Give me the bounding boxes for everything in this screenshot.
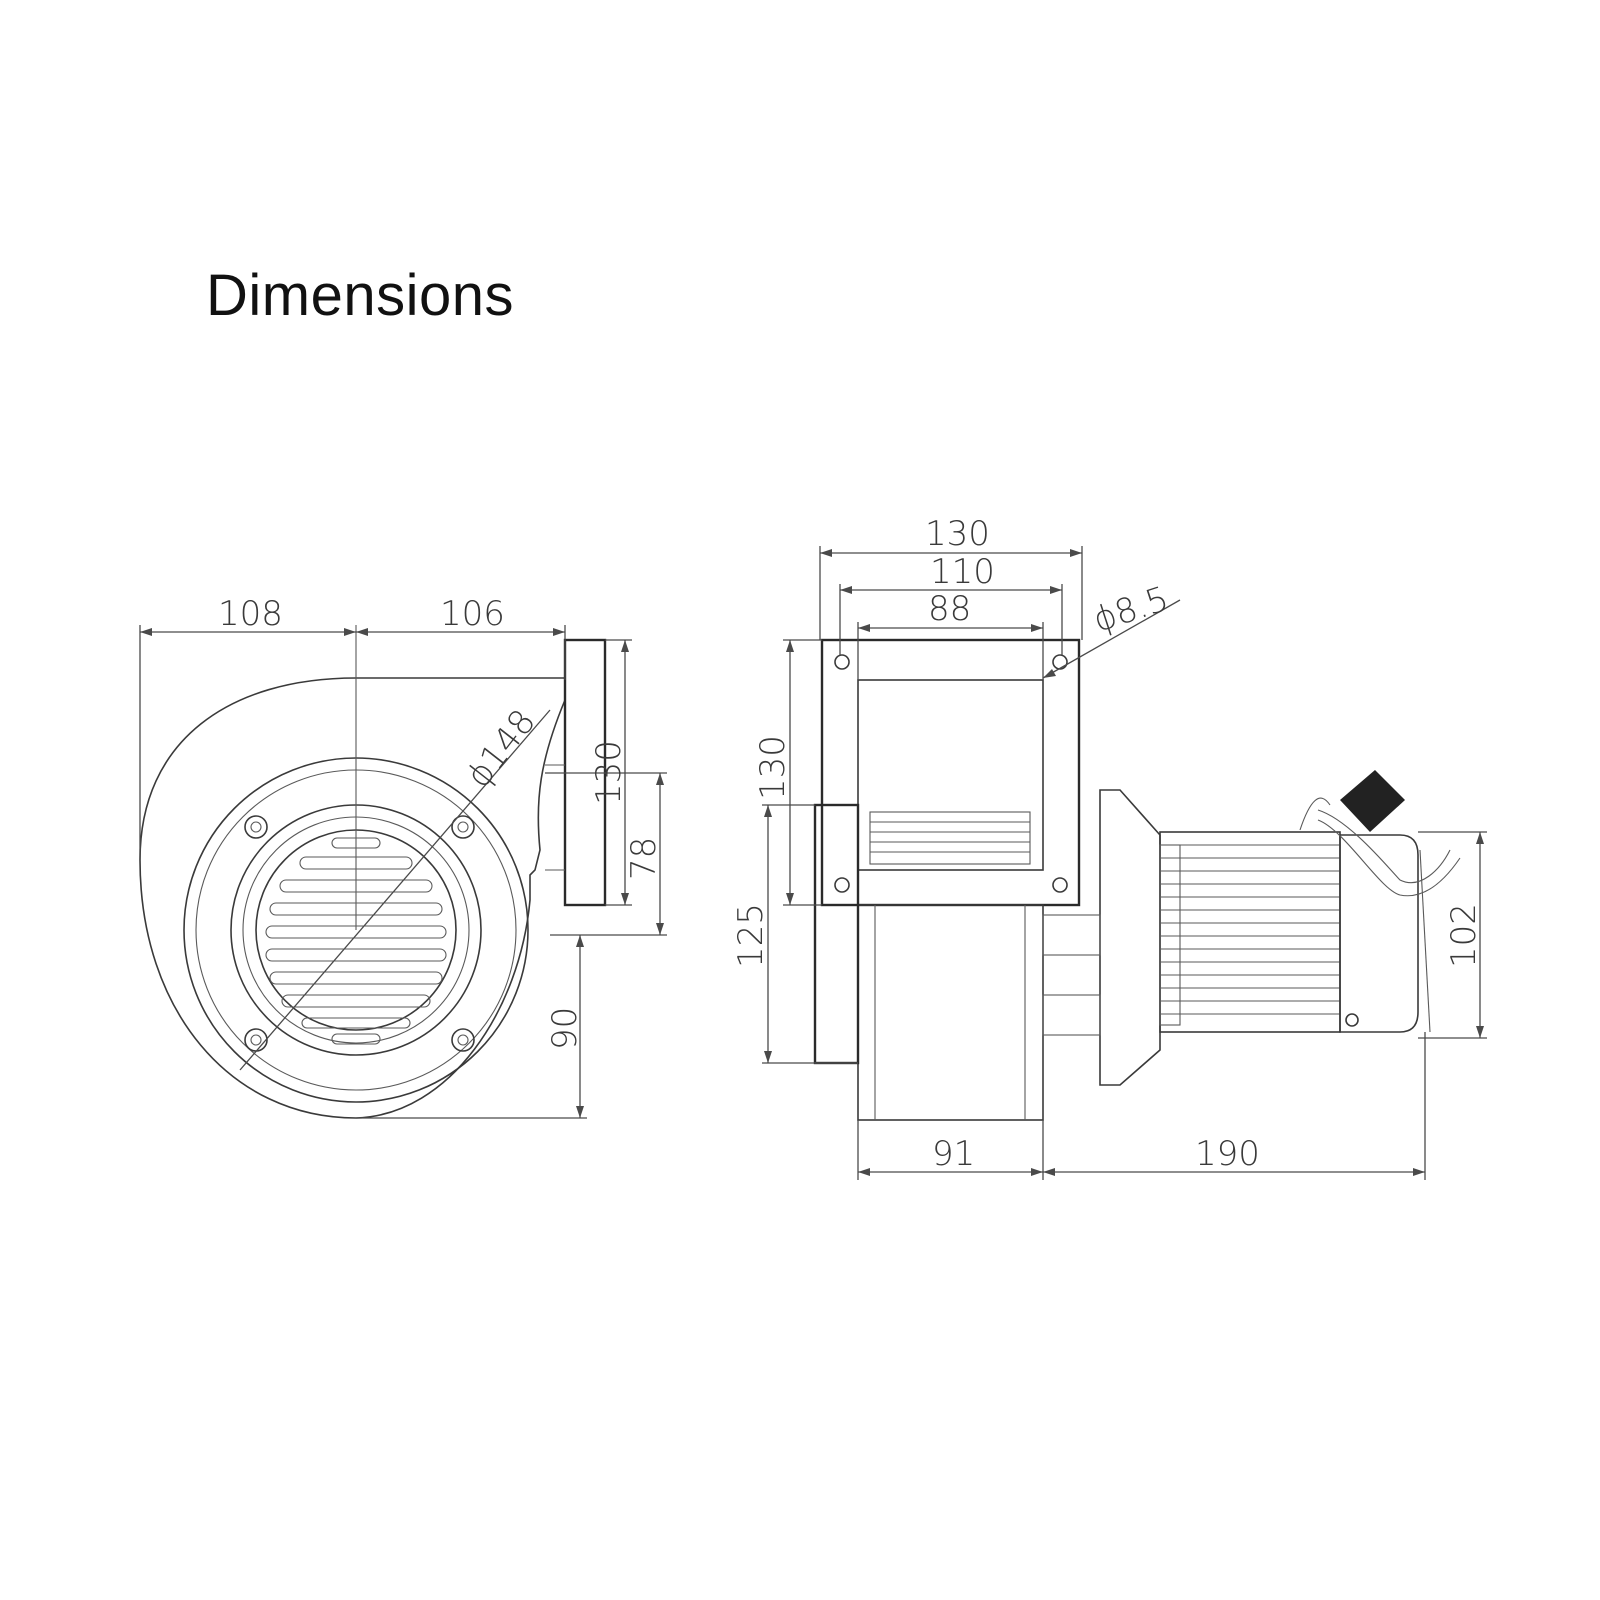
motor-mount (1099, 789, 1161, 1086)
front-outlet-height: 130 (589, 740, 629, 805)
mounting-screws (244, 815, 475, 1052)
side-flange-width: 130 (925, 514, 990, 554)
lower-housing (857, 904, 1044, 1121)
motor-cable (1317, 809, 1451, 884)
side-hole-spacing: 110 (930, 552, 995, 592)
side-view: 130 110 88 ϕ8.5 130 125 91 190 102 (731, 514, 1487, 1180)
front-center-to-bottom: 90 (545, 1007, 585, 1050)
motor-end-cap (1339, 834, 1419, 1033)
side-outlet-width: 88 (928, 589, 971, 629)
front-diameter: ϕ148 (459, 702, 544, 795)
motor-fins (1160, 844, 1340, 1015)
front-width-left: 108 (218, 594, 283, 634)
cable-tag (1340, 770, 1405, 832)
scroll-housing (139, 677, 566, 1119)
housing-body (857, 679, 1044, 871)
side-motor-height: 102 (1444, 903, 1484, 968)
motor-body (1159, 831, 1341, 1033)
side-flange-height: 130 (753, 735, 793, 800)
side-housing-depth: 91 (932, 1134, 975, 1174)
side-hole-diameter: ϕ8.5 (1088, 579, 1173, 641)
page-title: Dimensions (206, 263, 514, 328)
side-motor-length: 190 (1195, 1134, 1260, 1174)
front-width-right: 106 (440, 594, 505, 634)
front-view: 108 106 ϕ148 130 78 90 (139, 594, 667, 1119)
flange-holes (834, 654, 1068, 893)
front-outlet-offset: 78 (624, 837, 664, 880)
side-inlet-height: 125 (731, 903, 771, 968)
